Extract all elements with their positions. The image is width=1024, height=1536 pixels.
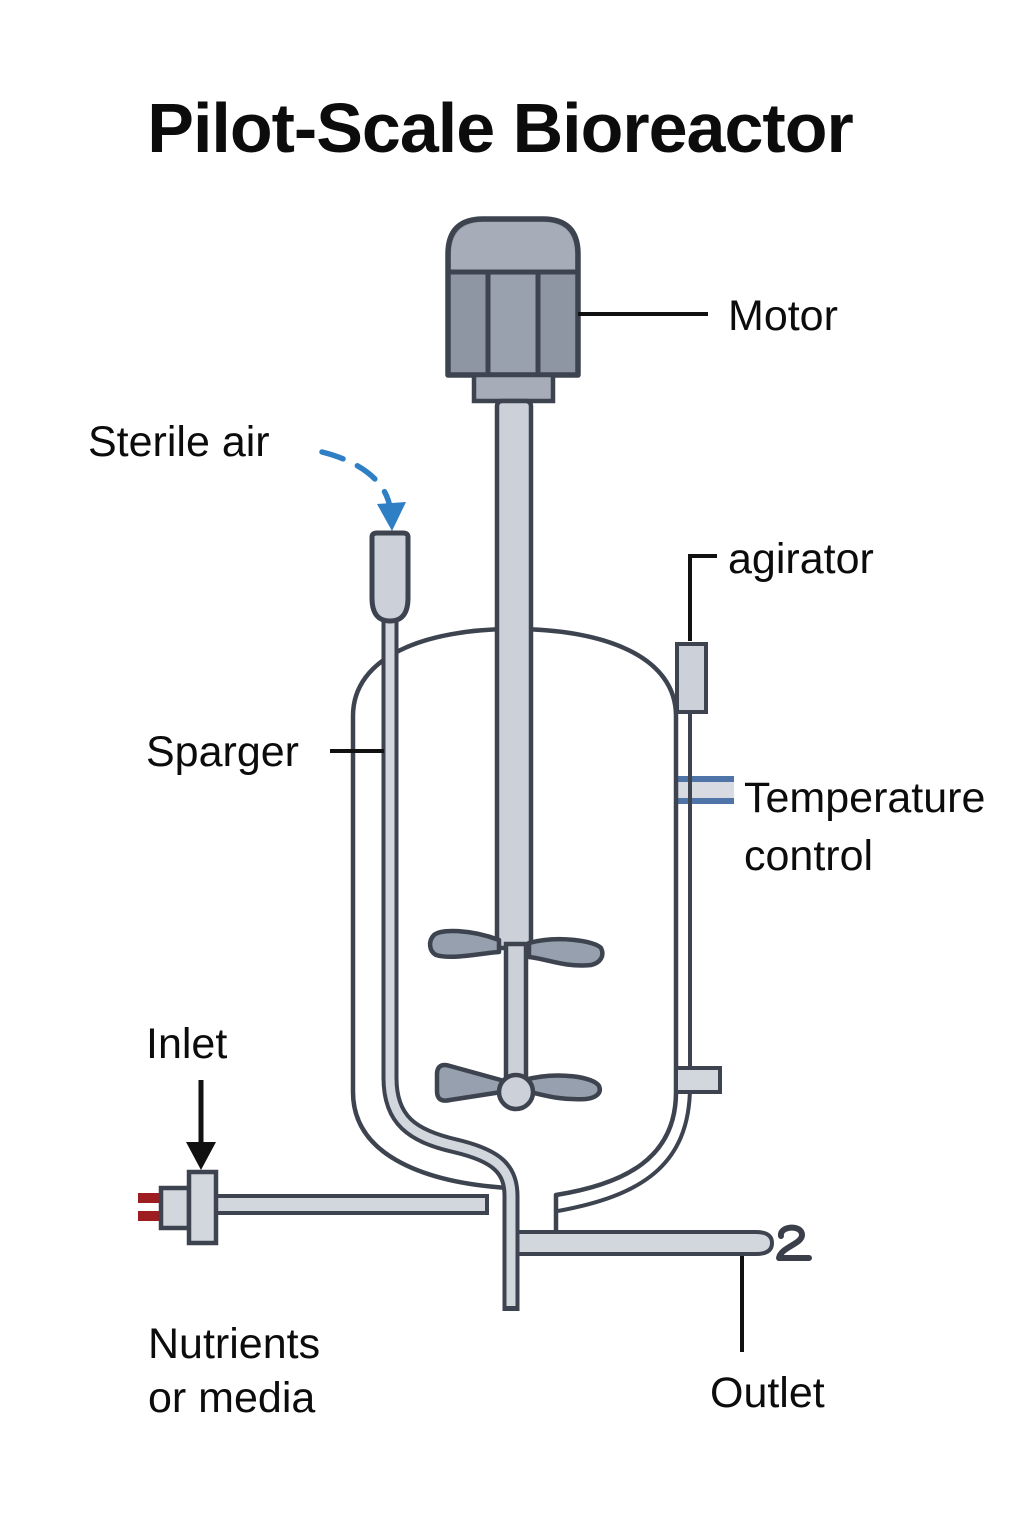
sparger-tube-core: [385, 620, 516, 1306]
motor-cap: [451, 222, 575, 272]
lower-impeller-left-blade: [434, 1062, 511, 1103]
lower-impeller-right-blade: [521, 1073, 602, 1102]
lower-right-stub: [674, 1066, 722, 1094]
temperature-label-line1: Temperature: [744, 774, 985, 822]
sterile-air-arrow-dashes: [319, 449, 393, 511]
agitator-shaft-lower: [503, 941, 529, 1089]
agitator-shaft-upper: [494, 398, 534, 951]
page-title: Pilot-Scale Bioreactor: [147, 89, 853, 167]
outlet-label: Outlet: [710, 1369, 825, 1417]
inlet-connector-small: [158, 1185, 192, 1231]
motor-label: Motor: [728, 292, 838, 340]
inlet-prong-top: [138, 1193, 162, 1203]
outlet-pipe: [510, 1230, 775, 1256]
sterile-air-arrow-icon: [319, 449, 406, 531]
inlet-arrowhead: [186, 1142, 216, 1170]
inlet-prong-bottom: [138, 1211, 162, 1221]
agitator-port: [675, 642, 708, 714]
nutrients-label-line1: Nutrients: [148, 1320, 320, 1368]
inlet-connector-large: [186, 1169, 219, 1246]
agitator-shaft-assembly: [427, 398, 605, 1112]
outlet-end-squiggle-icon: [776, 1224, 812, 1261]
shaft-bottom-tip: [496, 1072, 536, 1112]
right-side-pipe: [557, 712, 692, 1213]
upper-impeller-left-blade: [427, 928, 502, 960]
inlet-pipe: [211, 1194, 489, 1215]
sparger-label: Sparger: [146, 728, 299, 776]
inlet-arrow-icon: [186, 1080, 216, 1170]
inlet-label: Inlet: [146, 1020, 227, 1068]
motor-mid-rib: [490, 275, 536, 372]
inlet-fitting: [138, 1169, 219, 1246]
sterile-air-arrowhead: [377, 502, 406, 531]
agitator-label: agirator: [728, 535, 874, 583]
temperature-control-stub: [676, 776, 734, 804]
motor-neck: [471, 372, 556, 404]
nutrients-label-line2: or media: [148, 1374, 315, 1422]
sterile-air-label: Sterile air: [88, 418, 270, 466]
temperature-label-line2: control: [744, 832, 873, 880]
agitator-leader-line: [688, 554, 717, 641]
upper-impeller-right-blade: [526, 936, 605, 968]
sterile-air-capsule: [369, 530, 411, 624]
temperature-stub-fill: [676, 781, 734, 799]
motor-assembly: [445, 216, 581, 404]
